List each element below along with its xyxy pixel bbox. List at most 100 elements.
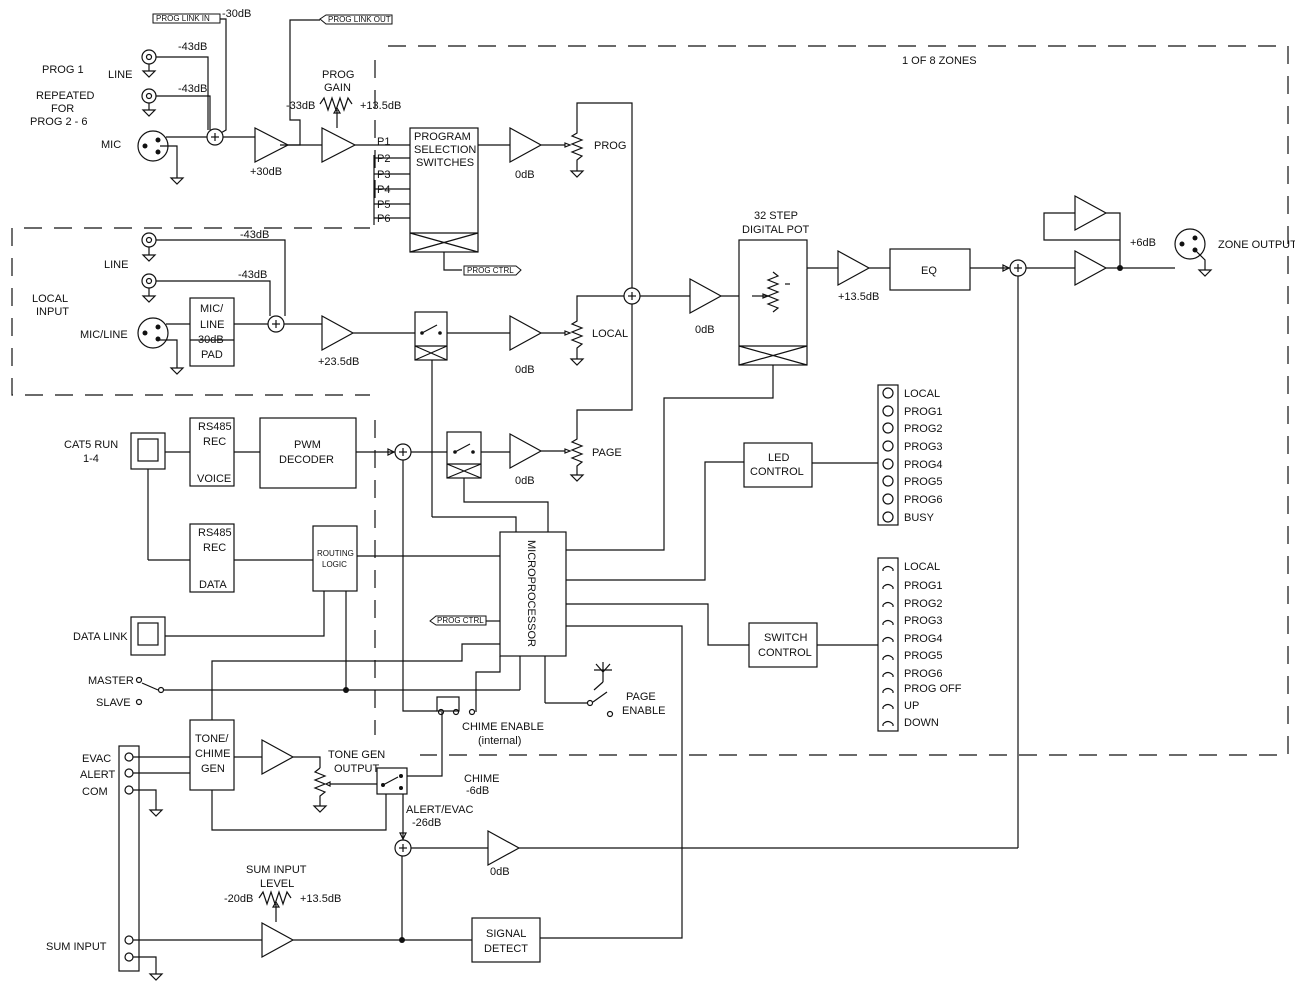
gain-min: -33dB — [286, 100, 315, 112]
switch-title-1: PROGRAM — [414, 131, 471, 143]
sw-prog4: PROG4 — [904, 633, 943, 645]
prog-line-level: -43dB — [178, 41, 207, 53]
led-busy: BUSY — [904, 512, 935, 524]
local-out-level: 0dB — [515, 364, 535, 376]
local-pot-label: LOCAL — [592, 328, 628, 340]
sw-down: DOWN — [904, 717, 939, 729]
prog-switches: PROGRAM SELECTION SWITCHES P1 P2 P3 P4 P… — [373, 102, 633, 288]
local-line-jack-2 — [141, 273, 157, 289]
sw-prog-off: PROG OFF — [904, 683, 962, 695]
gain-max: +13.5dB — [360, 100, 401, 112]
data-link-jack — [130, 616, 166, 656]
switch-p6: P6 — [377, 213, 390, 225]
gain-resistor — [319, 96, 353, 112]
pwm-decoder — [259, 417, 357, 489]
prog-line-jack-2 — [141, 88, 157, 104]
alert-label: ALERT — [80, 769, 116, 781]
mix-out-level: 0dB — [695, 324, 715, 336]
page-pot-label: PAGE — [592, 447, 622, 459]
sum-resistor — [258, 890, 292, 906]
gain-label-1: PROG — [322, 69, 354, 81]
pwm-1: PWM — [294, 439, 321, 451]
sw-prog5: PROG5 — [904, 650, 943, 662]
prog-mic-gain: +30dB — [250, 166, 282, 178]
chime-enable-2: (internal) — [478, 735, 521, 747]
led-prog3: PROG3 — [904, 441, 943, 453]
page-amp — [509, 432, 543, 470]
sum-input-label: SUM INPUT — [46, 941, 107, 953]
output-amp-2 — [1074, 194, 1108, 232]
local-amp — [321, 314, 355, 352]
sum-amp — [261, 921, 295, 959]
tone-switch — [376, 767, 408, 795]
prog-link-in-tag — [152, 13, 221, 24]
local-mic-level: -43dB — [238, 269, 267, 281]
repeated-line-3: PROG 2 - 6 — [30, 116, 87, 128]
pad-line-1: MIC/ — [200, 303, 224, 315]
page-pot — [570, 436, 584, 475]
routing-1: ROUTING — [317, 549, 354, 558]
local-input-boundary — [11, 227, 370, 396]
switch-p5: P5 — [377, 199, 390, 211]
page-section: CAT5 RUN 1-4 RS485 REC VOICE PWM DECODER… — [64, 304, 633, 656]
com-label: COM — [82, 786, 108, 798]
local-gain: +23.5dB — [318, 356, 359, 368]
rs485-voice-1: RS485 — [198, 421, 232, 433]
switch-list — [882, 565, 894, 726]
tone-terminal-strip — [118, 745, 140, 972]
led-list — [882, 387, 894, 523]
pad-line-2: LINE — [200, 319, 224, 331]
prog-link-in: PROG LINK IN — [156, 14, 210, 23]
sw-prog1: PROG1 — [904, 580, 943, 592]
tone-gen-2: CHIME — [195, 748, 230, 760]
sum-section: SUM INPUT LEVEL -20dB +13.5dB SUM INPUT … — [46, 625, 683, 981]
detect-1: SIGNAL — [486, 928, 526, 940]
rs485-data — [189, 523, 235, 593]
tone-gen-1: TONE/ — [195, 733, 229, 745]
tone-out-amp — [487, 829, 521, 867]
sw-prog6: PROG6 — [904, 668, 943, 680]
prog-link-in-level: -30dB — [222, 8, 251, 20]
prog-link-out-tag — [319, 14, 393, 25]
post-pot-amp — [837, 249, 871, 287]
zone-label: 1 OF 8 ZONES — [902, 55, 977, 67]
rs485-voice-3: VOICE — [197, 473, 231, 485]
micro-label: MICROPROCESSOR — [525, 540, 537, 647]
prog-link-out: PROG LINK OUT — [328, 15, 391, 24]
local-label-2: INPUT — [36, 306, 69, 318]
led-panel — [877, 384, 899, 526]
cat5-label-1: CAT5 RUN — [64, 439, 118, 451]
rs485-data-3: DATA — [199, 579, 227, 591]
signal-detect — [471, 917, 541, 963]
micro-prog-ctrl: PROG CTRL — [437, 616, 484, 625]
cat5-jack — [130, 432, 166, 470]
prog-pot — [570, 130, 584, 171]
led-control-2: CONTROL — [750, 466, 804, 478]
alert-evac-1: ALERT/EVAC — [406, 804, 474, 816]
mix-amp — [689, 277, 723, 315]
switch-panel — [877, 557, 899, 732]
micro-section: MICROPROCESSOR PROG CTRL LED CONTROL LOC… — [88, 384, 962, 747]
tone-gen — [189, 719, 235, 791]
prog-pot-label: PROG — [594, 140, 626, 152]
mic-line-pad — [189, 297, 235, 367]
data-link-label: DATA LINK — [73, 631, 128, 643]
repeated-line-1: REPEATED — [36, 90, 95, 102]
prog-section: PROG 1 LINE REPEATED FOR PROG 2 - 6 MIC … — [30, 8, 410, 185]
rs485-data-2: REC — [203, 542, 226, 554]
page-switch — [446, 431, 482, 479]
tone-gen-3: GEN — [201, 763, 225, 775]
zone-output-label: ZONE OUTPUT — [1218, 239, 1295, 251]
switch-control-1: SWITCH — [764, 632, 807, 644]
switch-p1: P1 — [377, 136, 390, 148]
led-control — [743, 442, 813, 488]
sw-up: UP — [904, 700, 919, 712]
mixer-section: 0dB 32 STEP DIGITAL POT +13.5dB EQ +6dB — [566, 194, 1295, 848]
switch-title-2: SELECTION — [414, 144, 476, 156]
tone-gen-output-1: TONE GEN — [328, 749, 385, 761]
switch-p2: P2 — [377, 153, 390, 165]
chime-enable-jumper — [436, 696, 460, 712]
local-line-level: -43dB — [240, 229, 269, 241]
page-enable-2: ENABLE — [622, 705, 665, 717]
sw-prog2: PROG2 — [904, 598, 943, 610]
